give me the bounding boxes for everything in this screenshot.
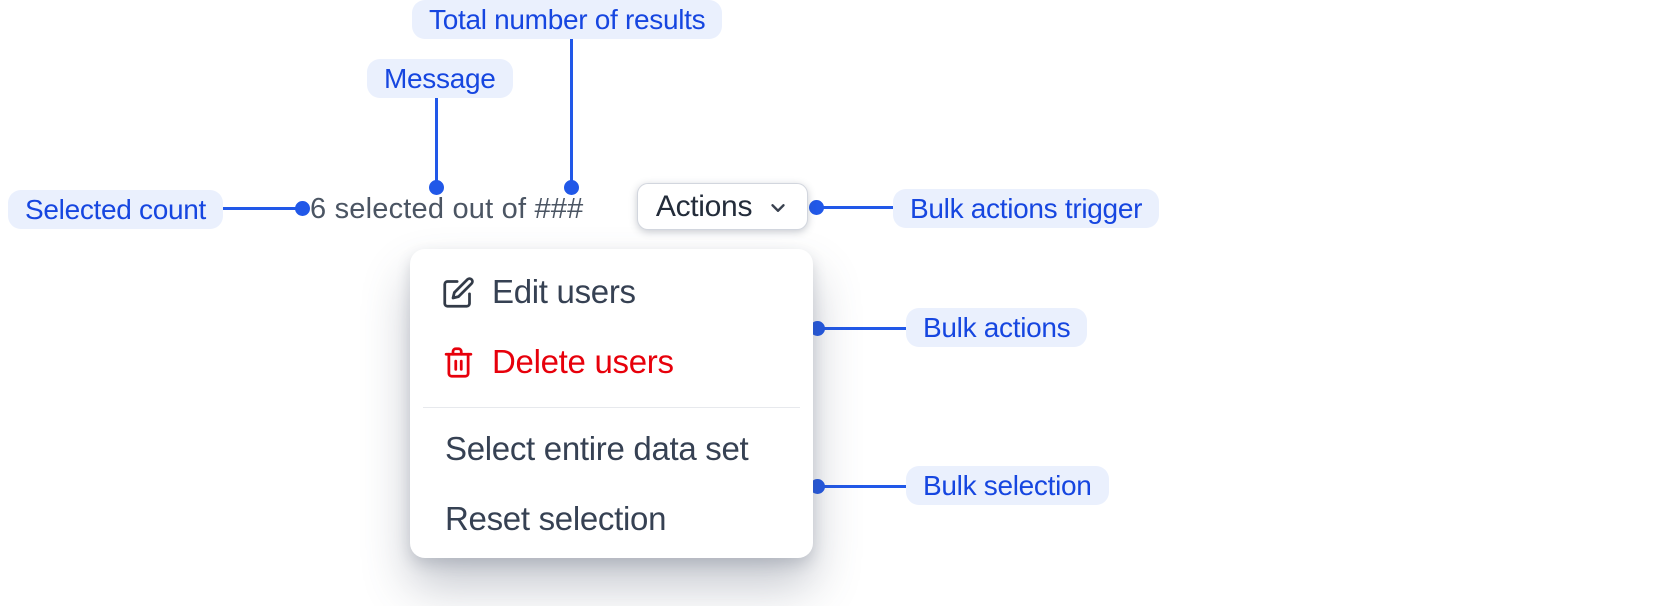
edit-icon — [442, 276, 475, 309]
annotation-label-selected-count: Selected count — [8, 190, 224, 229]
annotation-label-total-results: Total number of results — [412, 0, 723, 39]
connector-line-total-results — [570, 37, 573, 188]
connector-line-bulk-selection — [817, 485, 915, 488]
connector-dot-bulk-actions — [810, 321, 825, 336]
connector-dot-total-results — [564, 180, 579, 195]
annotation-label-message: Message — [367, 59, 513, 98]
menu-item-label: Edit users — [492, 273, 636, 310]
selection-count-message: 6 selected out of ### — [310, 193, 584, 225]
bulk-actions-trigger-button[interactable]: Actions — [637, 183, 808, 230]
menu-item-label: Select entire data set — [445, 430, 749, 467]
bulk-actions-menu: Edit users Delete users Select entire da… — [410, 249, 813, 558]
menu-item-reset-selection[interactable]: Reset selection — [410, 484, 813, 554]
connector-line-bulk-actions — [817, 327, 915, 330]
annotation-label-bulk-actions-trigger: Bulk actions trigger — [893, 189, 1160, 228]
menu-item-label: Delete users — [492, 343, 674, 380]
menu-item-delete-users[interactable]: Delete users — [410, 327, 813, 397]
connector-dot-selected-count — [295, 201, 310, 216]
connector-dot-message — [429, 180, 444, 195]
trash-icon — [442, 346, 475, 379]
annotation-label-bulk-actions: Bulk actions — [906, 308, 1088, 347]
menu-item-select-entire-data-set[interactable]: Select entire data set — [410, 414, 813, 484]
menu-item-label: Reset selection — [445, 500, 667, 537]
annotation-label-bulk-selection: Bulk selection — [906, 466, 1109, 505]
menu-divider — [423, 407, 800, 408]
connector-line-bulk-actions-trigger — [814, 206, 902, 209]
connector-dot-bulk-actions-trigger — [809, 200, 824, 215]
menu-item-edit-users[interactable]: Edit users — [410, 257, 813, 327]
actions-button-label: Actions — [655, 189, 753, 223]
connector-dot-bulk-selection — [810, 479, 825, 494]
connector-line-message — [435, 97, 438, 188]
connector-line-selected-count — [205, 207, 303, 210]
chevron-down-icon — [771, 204, 785, 212]
